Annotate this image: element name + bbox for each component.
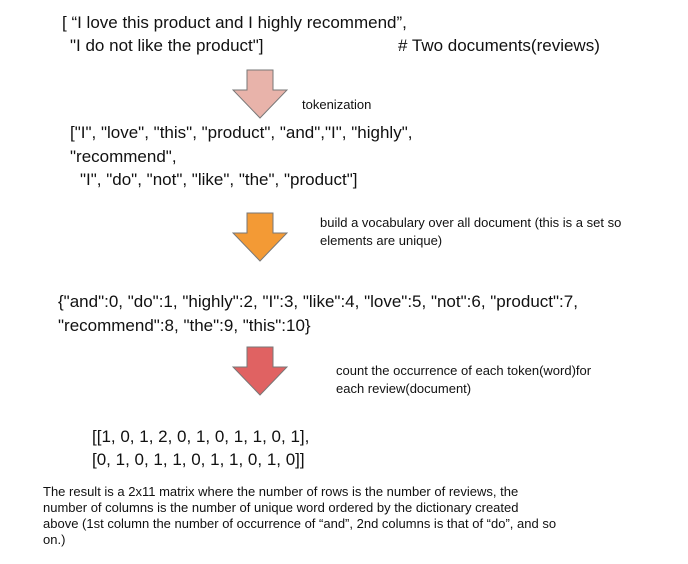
matrix-line-2: [0, 1, 0, 1, 1, 0, 1, 1, 0, 1, 0]] [92, 450, 305, 469]
result-line-3: above (1st column the number of occurren… [43, 516, 557, 531]
input-line-2: "I do not like the product"] [70, 36, 264, 55]
down-arrow-icon-1 [232, 69, 288, 119]
arrow-1-shape [232, 69, 288, 119]
input-line-1: [ “I love this product and I highly reco… [62, 13, 407, 32]
down-arrow-icon-2 [232, 212, 288, 262]
tokens-line-3: "I", "do", "not", "like", "the", "produc… [80, 170, 358, 189]
step-3-label-line-1: count the occurrence of each token(word)… [336, 363, 592, 378]
down-arrow-icon-3 [232, 346, 288, 396]
step-1-label: tokenization [302, 97, 372, 112]
step-3-label-line-2: each review(document) [336, 381, 472, 396]
result-line-1: The result is a 2x11 matrix where the nu… [43, 484, 519, 499]
step-2-label-line-2: elements are unique) [320, 233, 443, 248]
input-comment: # Two documents(reviews) [398, 36, 600, 55]
arrow-3-shape [232, 346, 288, 396]
result-line-4: on.) [43, 532, 66, 547]
vocabulary-line-2: "recommend":8, "the":9, "this":10} [58, 316, 311, 335]
result-line-2: number of columns is the number of uniqu… [43, 500, 519, 515]
arrow-2-shape [232, 212, 288, 262]
tokens-line-2: "recommend", [70, 147, 177, 166]
vocabulary-line-1: {"and":0, "do":1, "highly":2, "I":3, "li… [58, 292, 578, 311]
step-2-label-line-1: build a vocabulary over all document (th… [320, 215, 622, 230]
tokens-line-1: ["I", "love", "this", "product", "and","… [70, 123, 413, 142]
matrix-line-1: [[1, 0, 1, 2, 0, 1, 0, 1, 1, 0, 1], [92, 427, 310, 446]
